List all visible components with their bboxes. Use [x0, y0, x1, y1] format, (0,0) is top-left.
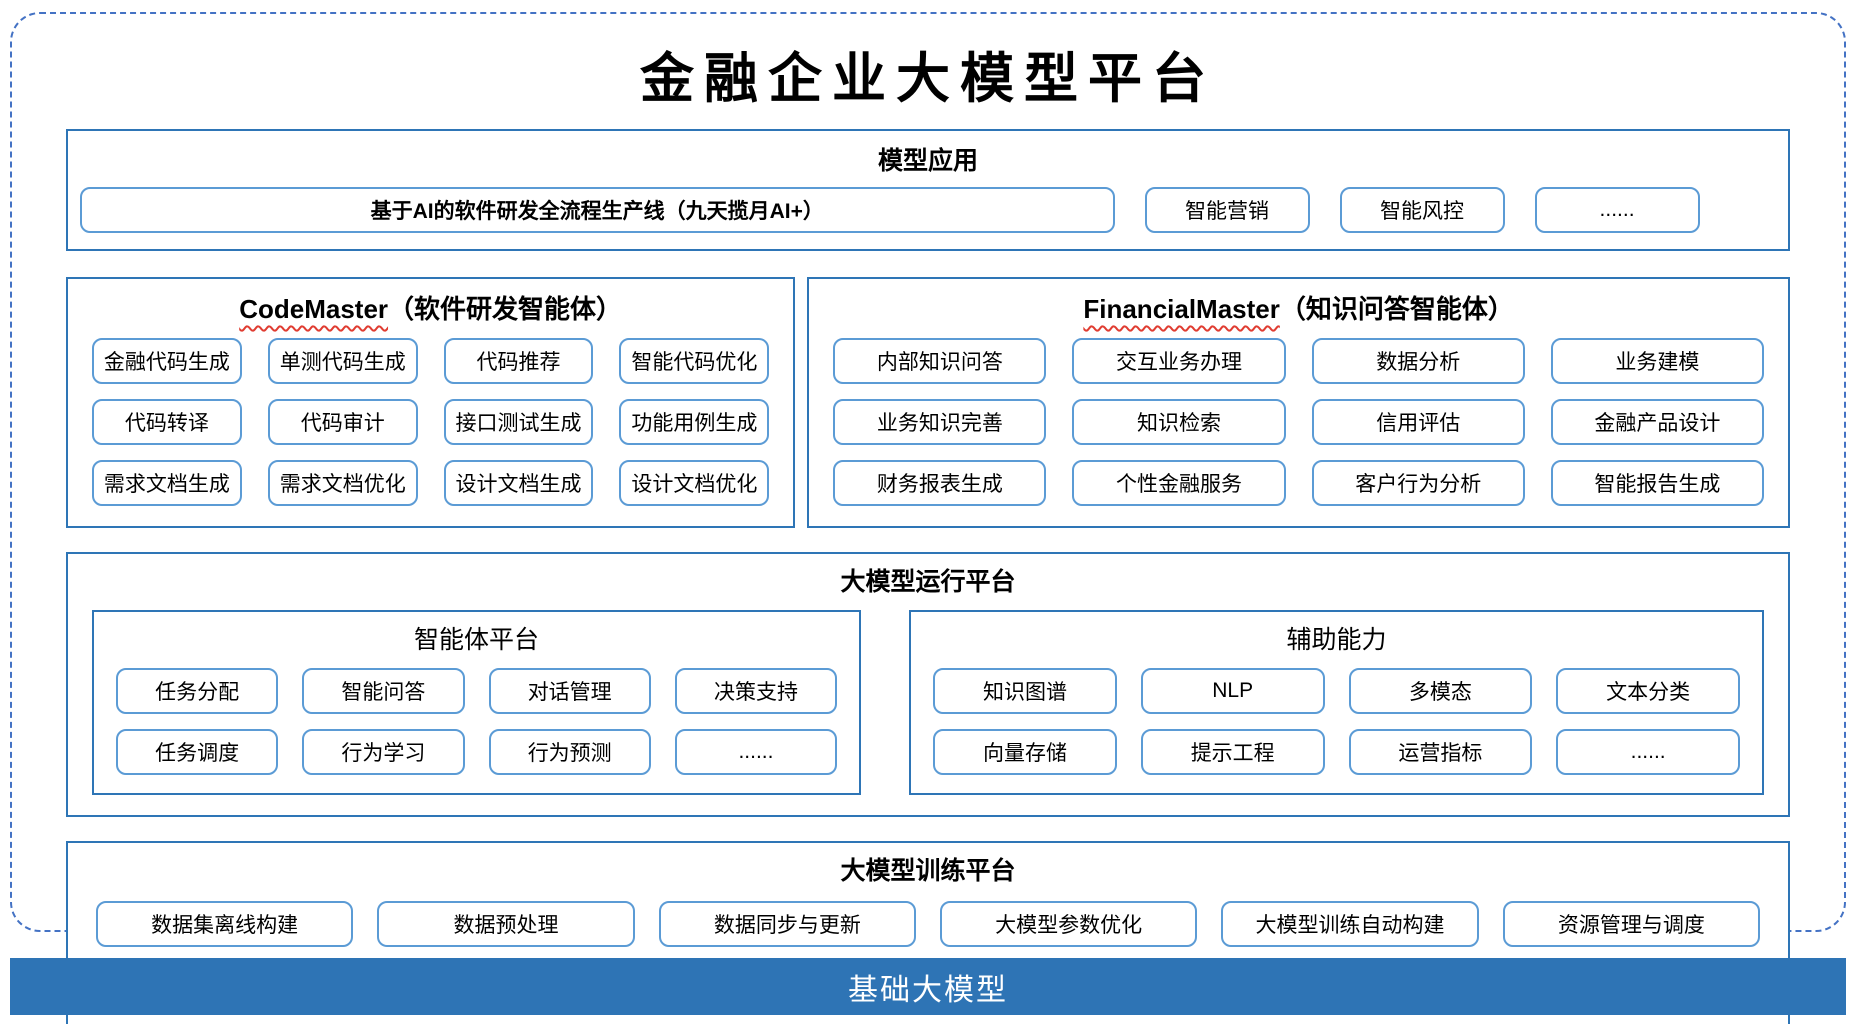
pill-item: 对话管理 — [488, 668, 651, 714]
pill-item: 智能营销 — [1144, 187, 1310, 233]
pill-item: 提示工程 — [1140, 729, 1325, 775]
foundation-model-label: 基础大模型 — [848, 973, 1008, 1007]
subsection-auxiliary: 辅助能力 知识图谱 NLP 多模态文本分类向量存储提示工程运营指标...... — [909, 610, 1764, 795]
pill-item: 内部知识问答 — [833, 338, 1047, 384]
pill-item: ...... — [1556, 729, 1740, 775]
pill-item: 任务分配 — [116, 668, 279, 714]
pill-item: 行为学习 — [302, 729, 465, 775]
pill-item: 财务报表生成 — [833, 460, 1047, 506]
pill-item: 单测代码生成 — [267, 338, 418, 384]
pill-item: 知识图谱 — [933, 668, 1117, 714]
pill-item: 金融产品设计 — [1550, 399, 1764, 445]
pill-item: 运营指标 — [1348, 729, 1533, 775]
pill-item: 数据预处理 — [377, 901, 635, 947]
pill-item: 业务建模 — [1550, 338, 1764, 384]
pill-item: 功能用例生成 — [619, 399, 770, 445]
model-applications-pills: 智能营销智能风控...... — [1144, 187, 1776, 233]
pill-item: 智能问答 — [302, 668, 465, 714]
pill-item: 多模态 — [1348, 668, 1533, 714]
pill-item: 交互业务办理 — [1072, 338, 1286, 384]
auxiliary-pills: 知识图谱 NLP 多模态文本分类向量存储提示工程运营指标...... — [933, 668, 1740, 775]
codemaster-title-zh: （软件研发智能体） — [388, 294, 623, 324]
foundation-model-bar: 基础大模型 — [10, 958, 1846, 1015]
financialmaster-pills: 内部知识问答交互业务办理数据分析业务建模业务知识完善知识检索信用评估金融产品设计… — [833, 338, 1764, 506]
runtime-platform-title: 大模型运行平台 — [840, 568, 1016, 596]
pill-item: 决策支持 — [674, 668, 838, 714]
page-title: 金融企业大模型平台 — [640, 46, 1216, 110]
section-model-applications: 模型应用 基于AI的软件研发全流程生产线（九天揽月AI+） 智能营销智能风控..… — [66, 129, 1790, 251]
pill-item: 代码推荐 — [443, 338, 594, 384]
codemaster-pills: 金融代码生成单测代码生成代码推荐智能代码优化代码转译代码审计接口测试生成功能用例… — [92, 338, 770, 506]
pill-item: 金融代码生成 — [92, 338, 242, 384]
pill-item: 需求文档优化 — [267, 460, 418, 506]
pill-item: 个性金融服务 — [1072, 460, 1286, 506]
pill-item: 设计文档优化 — [619, 460, 770, 506]
pill-item: 接口测试生成 — [443, 399, 594, 445]
pill-item: 行为预测 — [488, 729, 651, 775]
agents-row: CodeMaster（软件研发智能体） 金融代码生成单测代码生成代码推荐智能代码… — [66, 277, 1790, 528]
pill-item: 智能报告生成 — [1550, 460, 1764, 506]
pill-item: ...... — [1534, 187, 1700, 233]
section-codemaster: CodeMaster（软件研发智能体） 金融代码生成单测代码生成代码推荐智能代码… — [66, 277, 796, 528]
pill-item: 数据同步与更新 — [658, 901, 916, 947]
training-platform-title: 大模型训练平台 — [840, 857, 1016, 885]
pill-item: 知识检索 — [1072, 399, 1286, 445]
pill-item: NLP — [1140, 668, 1325, 714]
financialmaster-title-zh: （知识问答智能体） — [1279, 294, 1514, 324]
pill-item: 代码审计 — [267, 399, 418, 445]
model-applications-row: 基于AI的软件研发全流程生产线（九天揽月AI+） 智能营销智能风控...... — [80, 187, 1776, 233]
pill-item: 大模型训练自动构建 — [1221, 901, 1479, 947]
section-runtime-platform: 大模型运行平台 智能体平台 任务分配智能问答对话管理决策支持任务调度行为学习行为… — [66, 552, 1790, 817]
platform-diagram-frame: 金融企业大模型平台 模型应用 基于AI的软件研发全流程生产线（九天揽月AI+） … — [10, 12, 1846, 1024]
pill-item: 向量存储 — [933, 729, 1117, 775]
pill-item: 智能风控 — [1339, 187, 1505, 233]
subsection-agent-platform: 智能体平台 任务分配智能问答对话管理决策支持任务调度行为学习行为预测...... — [92, 610, 862, 795]
agent-platform-pills: 任务分配智能问答对话管理决策支持任务调度行为学习行为预测...... — [116, 668, 838, 775]
auxiliary-title: 辅助能力 — [1286, 626, 1387, 654]
pill-item: 客户行为分析 — [1311, 460, 1525, 506]
pill-item: 任务调度 — [116, 729, 279, 775]
financialmaster-title: FinancialMaster（知识问答智能体） — [833, 289, 1764, 326]
pill-item: 资源管理与调度 — [1502, 901, 1760, 947]
section-financialmaster: FinancialMaster（知识问答智能体） 内部知识问答交互业务办理数据分… — [807, 277, 1790, 528]
pill-item: 文本分类 — [1556, 668, 1740, 714]
pill-item: 业务知识完善 — [833, 399, 1047, 445]
financialmaster-title-en: FinancialMaster — [1083, 294, 1280, 324]
pill-item: 设计文档生成 — [443, 460, 594, 506]
pill-item: 需求文档生成 — [92, 460, 242, 506]
codemaster-title-en: CodeMaster — [239, 294, 389, 324]
pill-ai-software-pipeline: 基于AI的软件研发全流程生产线（九天揽月AI+） — [80, 187, 1115, 233]
pill-item: 信用评估 — [1311, 399, 1525, 445]
codemaster-title: CodeMaster（软件研发智能体） — [92, 289, 769, 326]
pill-item: 数据集离线构建 — [96, 901, 354, 947]
runtime-sub-row: 智能体平台 任务分配智能问答对话管理决策支持任务调度行为学习行为预测......… — [92, 610, 1764, 795]
pill-item: 大模型参数优化 — [940, 901, 1198, 947]
model-applications-title: 模型应用 — [877, 147, 978, 175]
pill-item: 代码转译 — [92, 399, 242, 445]
agent-platform-title: 智能体平台 — [414, 626, 540, 654]
pill-item: 智能代码优化 — [619, 338, 770, 384]
pill-item: ...... — [674, 729, 838, 775]
pill-item: 数据分析 — [1311, 338, 1525, 384]
